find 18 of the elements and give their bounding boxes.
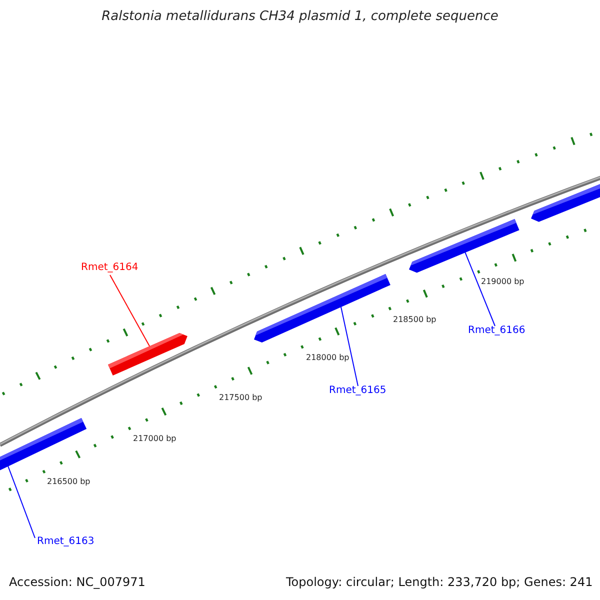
leader-line xyxy=(110,274,150,348)
gene-feature xyxy=(531,181,600,222)
leader-line xyxy=(464,252,496,326)
gene-feature xyxy=(409,219,520,274)
footer-text: Accession: NC_007971 xyxy=(9,575,146,589)
gene-feature xyxy=(254,274,390,342)
position-label: 217000 bp xyxy=(133,434,176,444)
gene-label: Rmet_6163 xyxy=(37,536,94,548)
footer-text: Topology: circular; Length: 233,720 bp; Genes: 241 xyxy=(286,575,593,589)
leader-line xyxy=(340,306,358,386)
gene-feature xyxy=(108,332,187,376)
position-label: 217500 bp xyxy=(219,393,262,403)
gene-label: Rmet_6166 xyxy=(468,325,526,337)
leader-line xyxy=(8,466,36,538)
gene-label: Rmet_6165 xyxy=(329,385,386,397)
title: Ralstonia metallidurans CH34 plasmid 1, complete sequence xyxy=(100,9,500,24)
gene-feature xyxy=(0,418,87,470)
gene-label: Rmet_6164 xyxy=(81,262,138,274)
